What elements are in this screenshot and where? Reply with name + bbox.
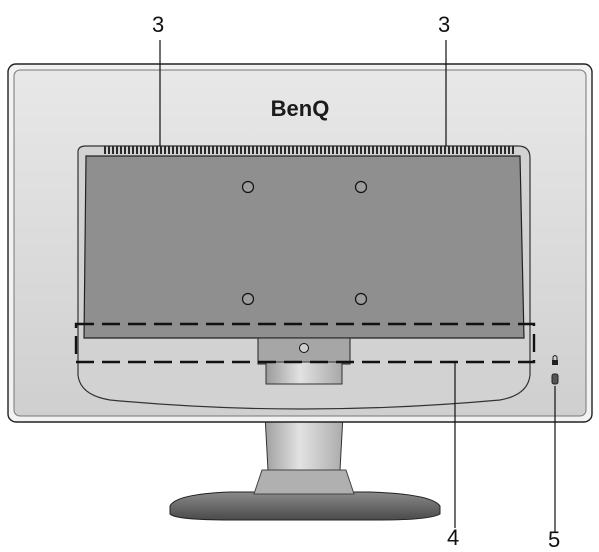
screw-hole-bottom-left [241, 292, 255, 306]
stand-base [169, 469, 441, 521]
stand-bracket [257, 337, 351, 385]
brand-logo: BenQ [271, 96, 330, 121]
screw-hole-top-right [354, 180, 368, 194]
screw-hole-top-left [241, 180, 255, 194]
callout-label-lock-slot: 5 [548, 527, 561, 552]
callout-label-vent-right: 3 [438, 12, 451, 37]
vesa-screw-holes [241, 180, 368, 306]
vent-strip [104, 146, 516, 154]
callout-label-vent-left: 3 [152, 12, 165, 37]
callout-label-cable-area: 4 [447, 525, 460, 550]
lock-slot [551, 373, 559, 385]
screw-hole-bottom-right [354, 292, 368, 306]
back-panel [83, 155, 525, 339]
bracket-screw [299, 343, 309, 353]
lock-icon [552, 355, 558, 365]
connector-area-dashed-box [74, 322, 536, 364]
callout-leader-lines [159, 40, 556, 532]
